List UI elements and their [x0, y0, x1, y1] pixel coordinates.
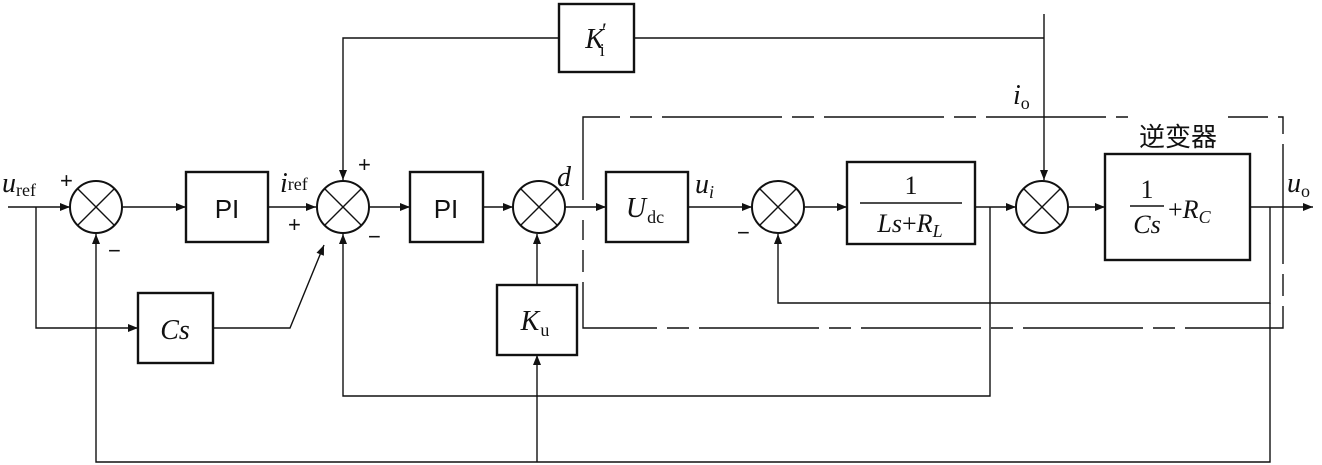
block-inductor-plant: 1 Ls+RL	[845, 160, 977, 246]
label-i-o: io	[1013, 80, 1030, 113]
ku-label: Ku	[520, 306, 550, 340]
sign-s4-minus: −	[737, 220, 750, 245]
cs-label: Cs	[160, 315, 190, 346]
block-capacitor-inverter: 1 Cs +RC	[1103, 152, 1252, 262]
wire-uo-feedback-s4	[774, 207, 1271, 304]
block-udc: Udc	[604, 170, 690, 244]
label-u-o: uo	[1287, 168, 1310, 201]
label-u-ref: uref	[2, 168, 36, 200]
plant-denominator: Ls+RL	[876, 209, 942, 241]
block-ku: Ku	[495, 283, 579, 357]
sign-s1-minus: −	[108, 238, 121, 263]
pi-voltage-label: PI	[215, 194, 240, 224]
summing-junction-5	[1015, 180, 1069, 234]
cap-denominator: Cs	[1133, 210, 1160, 239]
inverter-label: 逆变器	[1139, 122, 1217, 152]
sign-s2-plus-left: +	[288, 212, 301, 237]
sign-s2-plus-top: +	[358, 152, 371, 177]
summing-junction-3	[512, 180, 566, 234]
label-d: d	[557, 162, 572, 193]
summing-junction-2	[316, 180, 370, 234]
summing-junction-4	[751, 180, 805, 234]
label-i-ref: iref	[280, 168, 308, 199]
inverter-label-bg	[1128, 116, 1228, 152]
label-u-i: ui	[695, 169, 714, 202]
pi-current-label: PI	[434, 194, 459, 224]
inverter-boundary	[582, 116, 1284, 329]
block-pi-current: PI	[408, 170, 485, 244]
wire-cs-to-s2	[213, 244, 325, 329]
wire-uref-to-cs	[35, 207, 138, 332]
wire-ki-to-s2	[339, 37, 559, 180]
block-pi-voltage: PI	[184, 170, 270, 244]
udc-label: Udc	[626, 193, 664, 227]
cap-numerator: 1	[1141, 175, 1154, 204]
sign-s1-plus: +	[60, 168, 73, 193]
sign-s2-minus: −	[368, 224, 381, 249]
wire-uo-feedback-s1	[92, 234, 1271, 463]
wire-il-feedback	[339, 207, 991, 397]
ki-prime-label: K′i	[584, 18, 607, 60]
plant-numerator: 1	[905, 171, 918, 200]
block-cs: Cs	[136, 291, 215, 365]
block-ki-prime: K′i	[557, 2, 636, 74]
summing-junction-1	[69, 180, 123, 234]
cap-plus-rc: +RC	[1168, 195, 1212, 227]
